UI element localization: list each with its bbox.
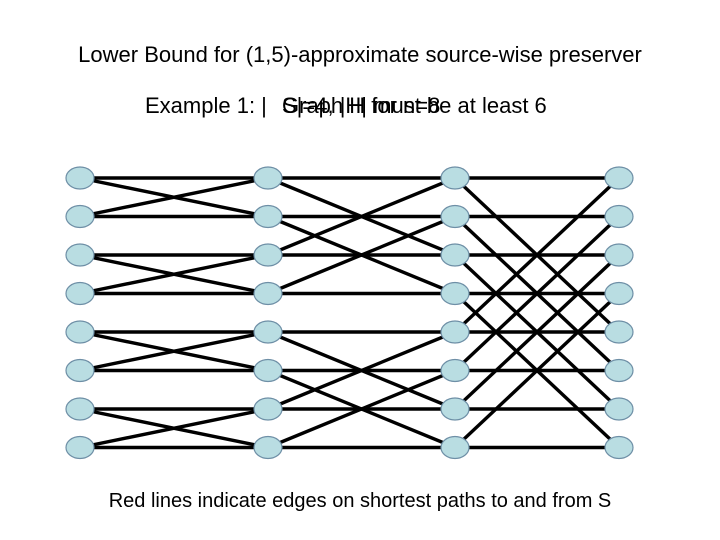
graph-node xyxy=(253,397,283,421)
subtitle-text-b: Graph H for n=8 xyxy=(282,93,441,118)
graph-node xyxy=(253,358,283,383)
graph-node xyxy=(65,320,95,344)
graph-node xyxy=(440,281,470,306)
graph-node xyxy=(65,243,95,267)
graph-edge xyxy=(453,253,621,411)
graph-edge xyxy=(78,407,270,450)
graph-node xyxy=(253,243,283,267)
caption: Red lines indicate edges on shortest pat… xyxy=(108,490,612,512)
graph-node xyxy=(440,204,470,229)
graph-node xyxy=(604,320,634,344)
graph-edge xyxy=(266,368,457,450)
subtitle-prefix: Example 1: | xyxy=(145,93,267,118)
node-layer xyxy=(65,166,634,460)
graph-node xyxy=(65,397,95,421)
graph-edge xyxy=(78,330,270,373)
edge-layer xyxy=(78,176,621,450)
graph-node xyxy=(440,397,470,421)
graph-node xyxy=(440,320,470,344)
graph-edge xyxy=(78,176,270,219)
graph-node xyxy=(65,435,95,460)
graph-node xyxy=(65,204,95,229)
graph-node xyxy=(253,166,283,190)
graph-node xyxy=(440,166,470,190)
graph-node xyxy=(253,281,283,306)
graph-edge xyxy=(78,253,270,296)
graph-node xyxy=(604,358,634,383)
slide-title: Lower Bound for (1,5)-approximate source… xyxy=(78,42,642,67)
graph-node xyxy=(604,435,634,460)
graph-node xyxy=(253,320,283,344)
graph-node xyxy=(65,166,95,190)
graph-node xyxy=(440,243,470,267)
graph-node xyxy=(65,358,95,383)
graph-edge xyxy=(453,291,621,450)
graph-node xyxy=(604,243,634,267)
graph-node xyxy=(253,204,283,229)
graph-node xyxy=(604,397,634,421)
graph-node xyxy=(253,435,283,460)
graph-node xyxy=(65,281,95,306)
graph-node xyxy=(604,204,634,229)
graph-edge xyxy=(266,214,457,296)
graph-node xyxy=(440,435,470,460)
graph-node xyxy=(604,281,634,306)
graph-node xyxy=(604,166,634,190)
subtitle-text-a: S|=4, |H| must be at least 6 xyxy=(282,93,547,118)
graph-node xyxy=(440,358,470,383)
